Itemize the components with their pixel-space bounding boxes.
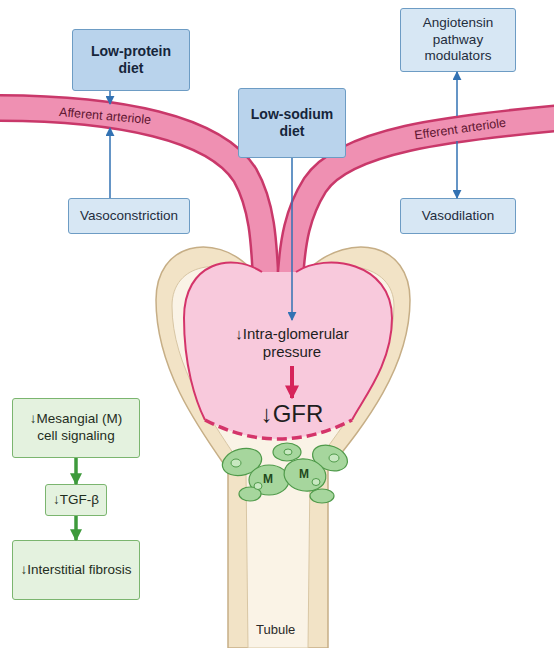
glomerular-pressure-text: ↓Intra-glomerular pressure xyxy=(222,320,362,366)
arrow-connector xyxy=(456,72,458,116)
node-text: ↓Intra-glomerular pressure xyxy=(222,325,362,361)
arrow-connector xyxy=(290,366,294,398)
afferent-arteriole-edge xyxy=(0,108,266,285)
node-text: Vasoconstriction xyxy=(80,208,178,225)
pathway-box: ↓TGF-β xyxy=(45,484,107,516)
cell-nucleus xyxy=(312,479,320,486)
cell-nucleus xyxy=(254,483,262,490)
pathway-box: ↓Mesangial (M) cell signaling xyxy=(12,398,140,458)
arteriole-band: Efferent arteriole xyxy=(385,116,535,141)
arrow-connector xyxy=(109,128,111,198)
cell-label: M xyxy=(263,472,273,486)
node-text: ↓GFR xyxy=(261,401,324,427)
bowman-capsule xyxy=(156,247,410,648)
arrow-connector xyxy=(109,91,111,104)
cell-nucleus xyxy=(329,454,339,462)
arrow-connector xyxy=(291,158,293,320)
cell-nucleus xyxy=(284,449,292,455)
afferent-arteriole-band xyxy=(0,108,266,285)
node-text: Low-sodium diet xyxy=(244,106,340,141)
pathway-box: ↓Interstitial fibrosis xyxy=(12,540,140,600)
node-text: ↓Mesangial (M) cell signaling xyxy=(18,411,134,445)
arrow-connector xyxy=(456,141,458,198)
cell-label: M xyxy=(299,467,309,481)
diet-box: Low-protein diet xyxy=(72,29,190,91)
node-text: Low-protein diet xyxy=(78,43,184,78)
effect-box: Vasodilation xyxy=(400,198,516,234)
arrow-connector xyxy=(74,516,78,540)
cell-nucleus xyxy=(231,459,241,467)
drug-box: Angiotensin pathway modulators xyxy=(400,8,516,72)
node-text: Vasodilation xyxy=(422,208,495,225)
arrow-connector xyxy=(74,458,78,484)
effect-box: Vasoconstriction xyxy=(68,198,190,234)
glomerulus-fill xyxy=(184,263,392,439)
arteriole-band: Afferent arteriole xyxy=(20,104,190,128)
structure-label: Tubule xyxy=(256,622,295,637)
node-text: Efferent arteriole xyxy=(413,115,506,142)
node-text: Angiotensin pathway modulators xyxy=(406,15,510,66)
gfr-text: ↓GFR xyxy=(242,398,342,430)
node-text: ↓Interstitial fibrosis xyxy=(20,562,131,579)
diet-box: Low-sodium diet xyxy=(238,88,346,158)
mesangial-cell xyxy=(310,489,334,503)
node-text: ↓TGF-β xyxy=(53,492,99,509)
node-text: Afferent arteriole xyxy=(58,105,151,127)
mesangial-cell xyxy=(273,443,301,461)
